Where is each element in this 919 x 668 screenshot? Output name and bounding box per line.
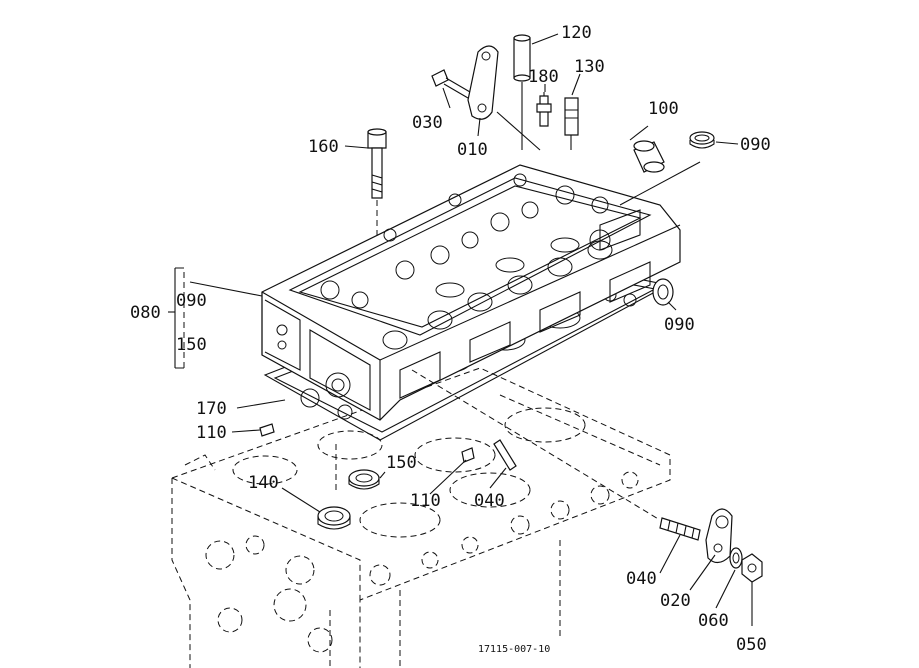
label-150: 150 [386, 453, 417, 473]
cylinder-block [171, 367, 671, 668]
part-130-injection-nozzle [564, 97, 579, 150]
drawing-code: 17115-007-10 [478, 644, 550, 655]
cylinder-head [261, 164, 681, 421]
label-060: 060 [698, 611, 729, 631]
label-140: 140 [248, 473, 279, 493]
leader-lines [168, 33, 753, 626]
label-100: 100 [648, 99, 679, 119]
label-090-top: 090 [740, 135, 771, 155]
label-110-mid: 110 [410, 491, 441, 511]
part-020-hanger-plate [705, 508, 733, 564]
part-030-bolt [431, 69, 471, 99]
label-090-right: 090 [664, 315, 695, 335]
label-050: 050 [736, 635, 767, 655]
label-030: 030 [412, 113, 443, 133]
part-100-plug [633, 140, 665, 173]
part-120-nozzle-holder [513, 34, 531, 150]
label-040-mid: 040 [474, 491, 505, 511]
label-160: 160 [308, 137, 339, 157]
label-040-bottom: 040 [626, 569, 657, 589]
label-130: 130 [574, 57, 605, 77]
part-090-right-seal [652, 278, 674, 306]
part-110-mid-pin [461, 447, 475, 463]
part-010-hanger [467, 45, 499, 120]
label-080: 080 [130, 303, 161, 323]
part-110-left-pin [259, 423, 275, 437]
part-060-washer [729, 547, 743, 569]
part-050-nut [741, 553, 763, 583]
label-170: 170 [196, 399, 227, 419]
label-180: 180 [528, 67, 559, 87]
part-150-seal [348, 469, 380, 490]
part-180-glow-plug [536, 92, 552, 127]
label-110-left: 110 [196, 423, 227, 443]
label-150-group: 150 [176, 335, 207, 355]
part-160-bolt [367, 128, 387, 240]
label-120: 120 [561, 23, 592, 43]
part-040-stud-mid [493, 439, 517, 471]
label-020: 020 [660, 591, 691, 611]
label-010: 010 [457, 140, 488, 160]
part-140-seal [317, 506, 351, 530]
label-090-group: 090 [176, 291, 207, 311]
part-090-top-seal [689, 131, 715, 149]
part-040-stud-bottom [659, 517, 701, 541]
